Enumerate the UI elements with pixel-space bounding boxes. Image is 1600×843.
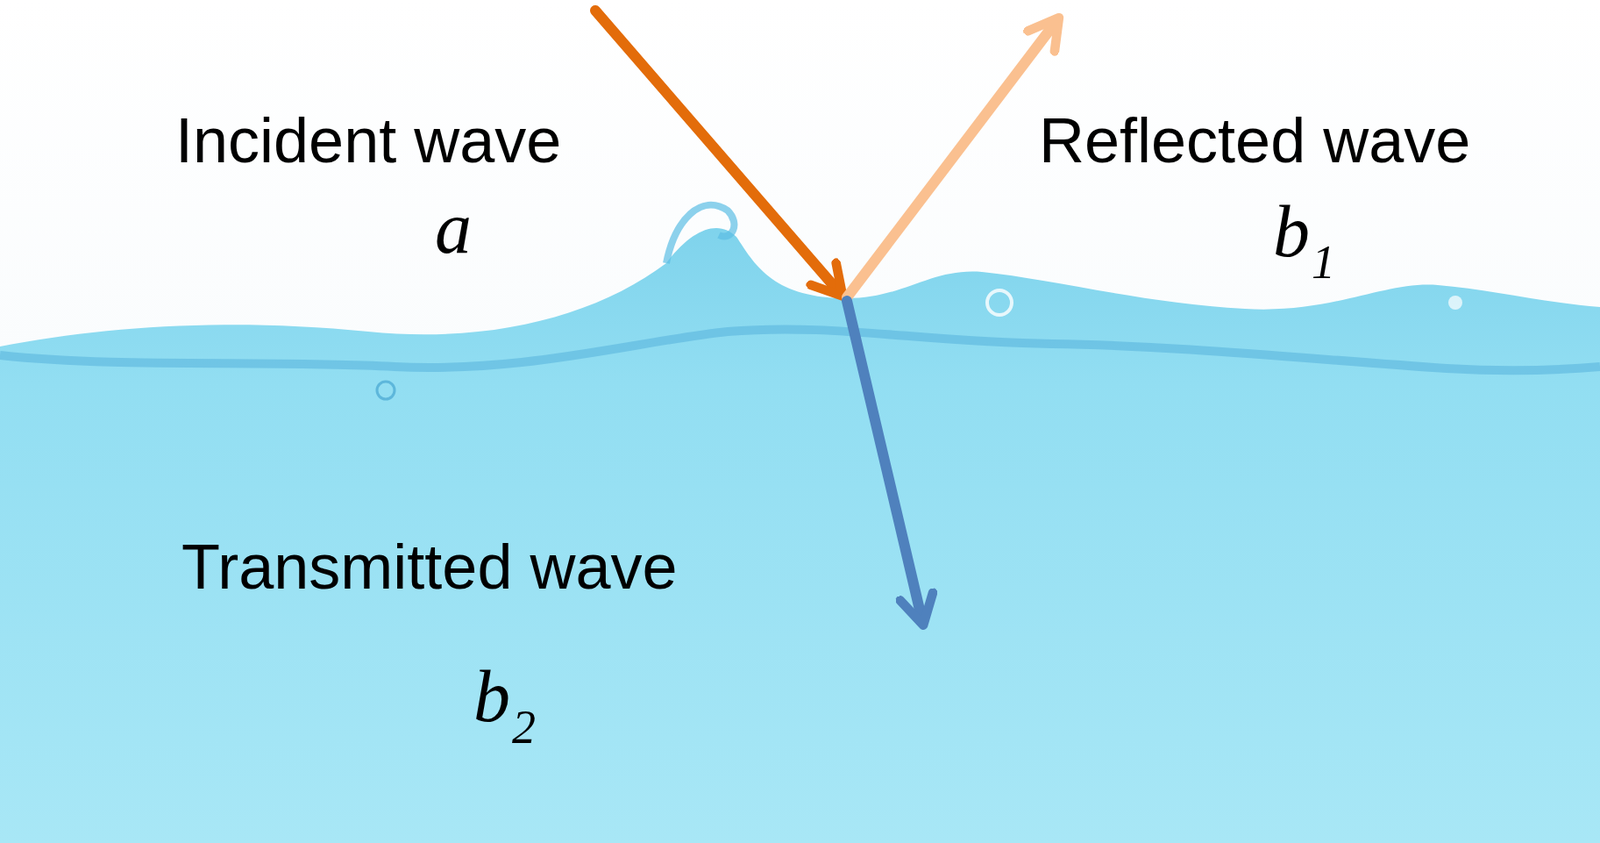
water-body (0, 227, 1600, 843)
reflected-arrow (846, 21, 1057, 298)
subscript: 2 (512, 703, 536, 751)
variable-symbol: b (1272, 194, 1310, 269)
transmitted-arrow (846, 300, 923, 621)
wave-label: Incident wave (175, 108, 562, 172)
variable-symbol: b (473, 659, 511, 733)
wave-label: Transmitted wave (181, 534, 678, 598)
splash (666, 205, 734, 264)
bubble (1448, 295, 1463, 310)
variable-symbol: a (434, 191, 472, 265)
incident-arrow (595, 10, 840, 293)
bubble (987, 290, 1012, 315)
wave-crest (0, 328, 1600, 370)
subscript: 1 (1311, 238, 1336, 286)
bubble (376, 381, 395, 399)
wave-label: Reflected wave (1038, 108, 1471, 172)
